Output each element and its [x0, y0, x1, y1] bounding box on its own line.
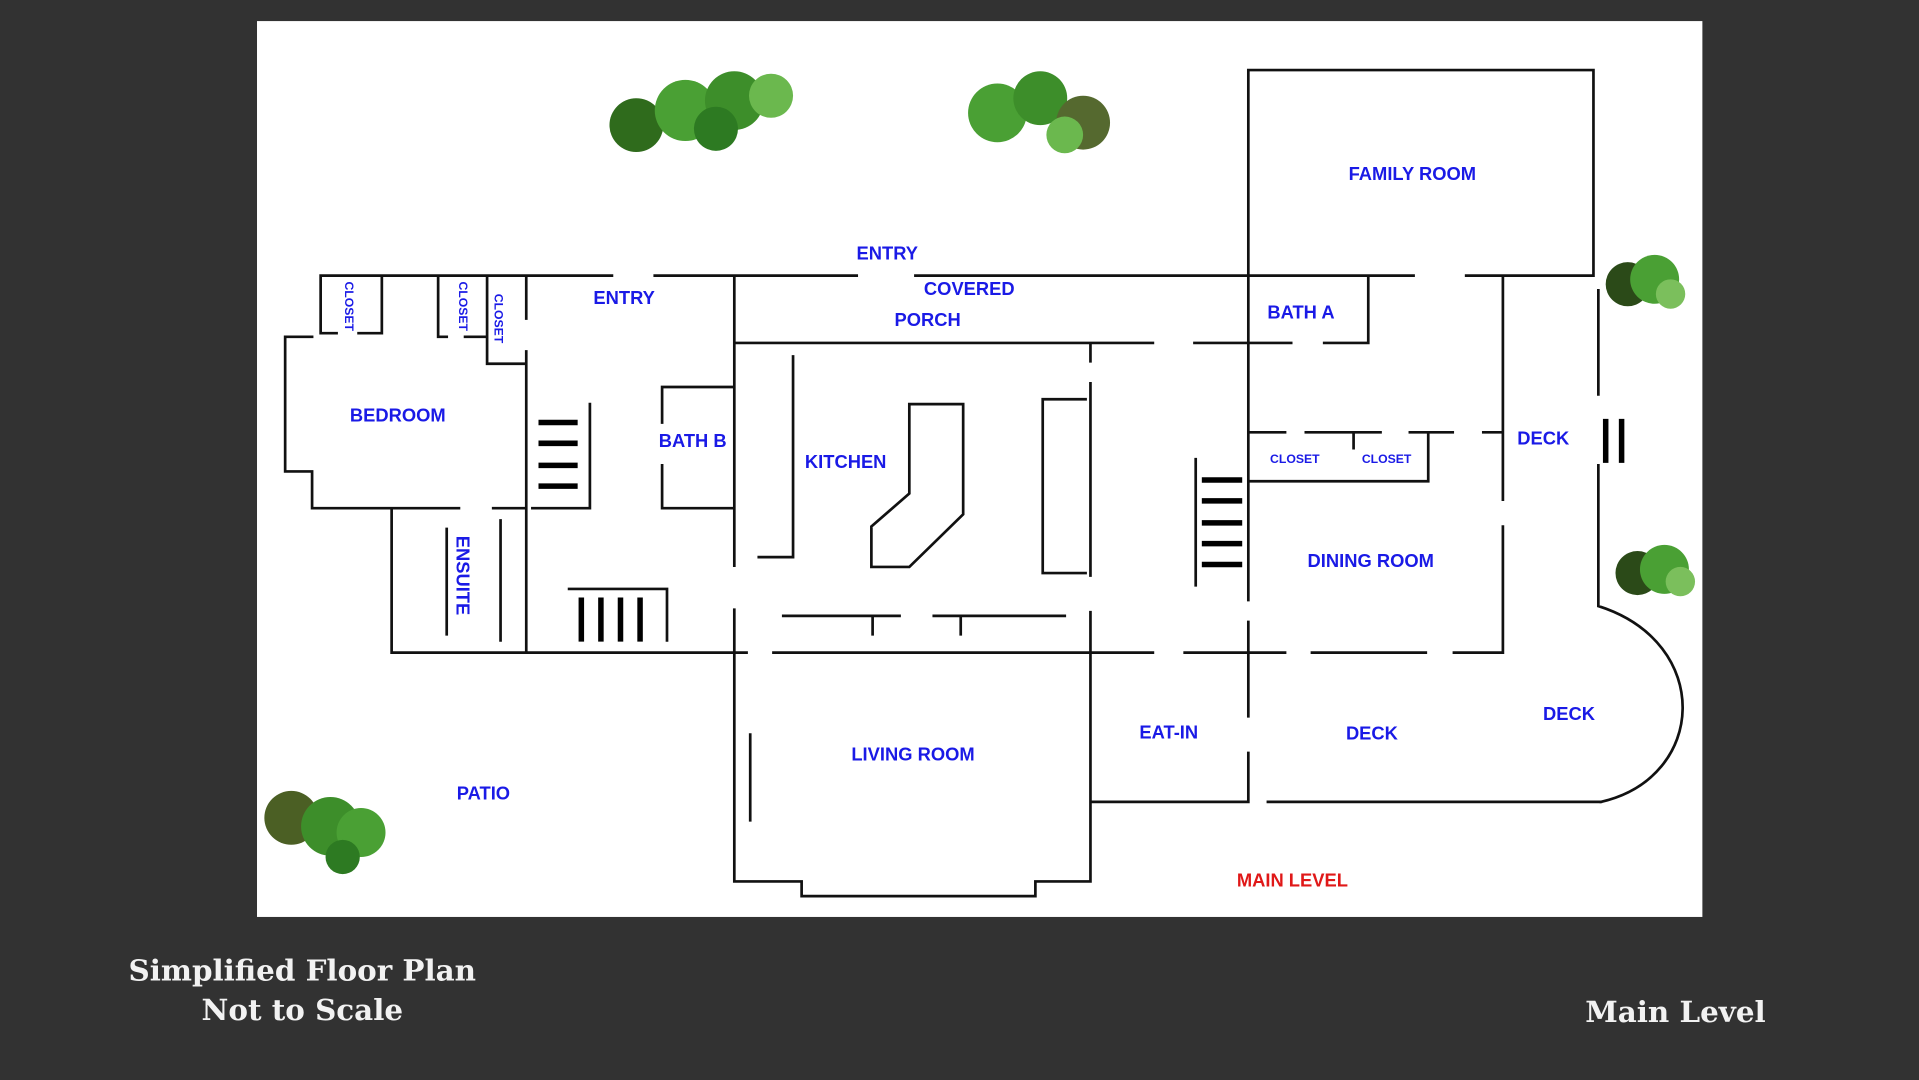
plant-icon — [264, 790, 386, 875]
label-porch: PORCH — [895, 309, 961, 330]
label-patio: PATIO — [457, 782, 510, 803]
level-label: MAIN LEVEL — [1237, 869, 1348, 890]
label-covered: COVERED — [924, 278, 1015, 299]
label-closet: CLOSET — [491, 294, 505, 344]
caption-subtitle: Not to Scale — [202, 992, 404, 1027]
label-entry-left: ENTRY — [593, 287, 655, 308]
label-living-room: LIVING ROOM — [851, 743, 974, 764]
label-closet: CLOSET — [456, 281, 470, 331]
caption-title: Simplified Floor Plan — [129, 953, 476, 988]
plant-icon — [1615, 544, 1696, 597]
label-closet: CLOSET — [342, 281, 356, 331]
caption-level: Main Level — [1585, 994, 1765, 1029]
label-entry-top: ENTRY — [857, 243, 918, 264]
label-kitchen: KITCHEN — [805, 451, 887, 472]
plant-icon — [968, 71, 1111, 154]
label-bedroom: BEDROOM — [350, 404, 446, 425]
plan-canvas — [257, 21, 1703, 917]
label-deck-curve: DECK — [1543, 703, 1596, 724]
plant-icon — [609, 71, 794, 153]
label-deck-right: DECK — [1517, 428, 1570, 449]
walls — [283, 68, 1684, 898]
label-bath-a: BATH A — [1267, 301, 1334, 322]
label-eat-in: EAT-IN — [1139, 721, 1198, 742]
label-family-room: FAMILY ROOM — [1349, 163, 1476, 184]
label-bath-b: BATH B — [659, 430, 727, 451]
label-closet: CLOSET — [1270, 452, 1320, 466]
label-ensuite: ENSUITE — [452, 536, 473, 616]
label-dining-room: DINING ROOM — [1308, 550, 1434, 571]
plant-icon — [1605, 254, 1686, 309]
label-deck-bottom: DECK — [1346, 722, 1399, 743]
label-closet: CLOSET — [1362, 452, 1412, 466]
stairs — [538, 418, 1625, 642]
